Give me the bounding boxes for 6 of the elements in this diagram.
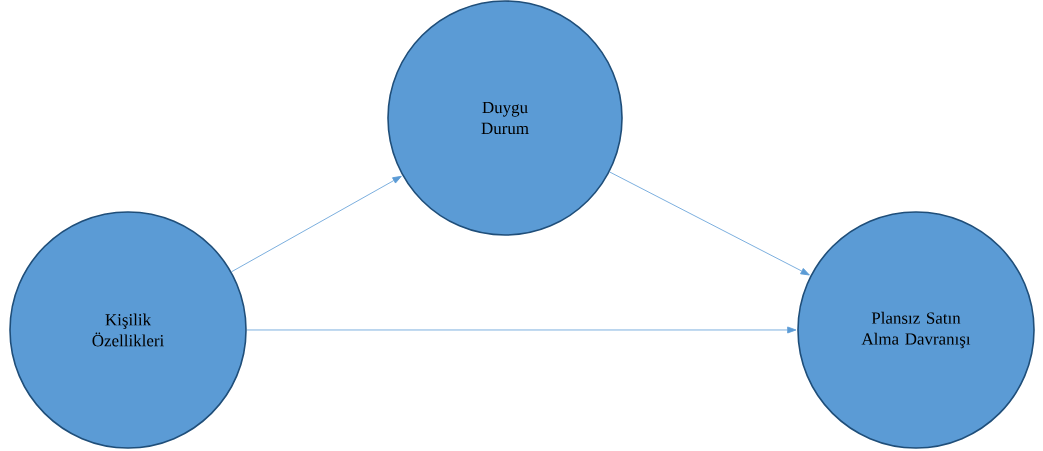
arrow [609, 171, 810, 276]
arrow [231, 175, 402, 273]
circle-node: Kişilik Özellikleri [9, 211, 247, 449]
circle-node: Duygu Durum [387, 0, 623, 236]
arrow [246, 326, 797, 334]
circle-node: Plansız Satın Alma Davranışı [797, 211, 1035, 449]
